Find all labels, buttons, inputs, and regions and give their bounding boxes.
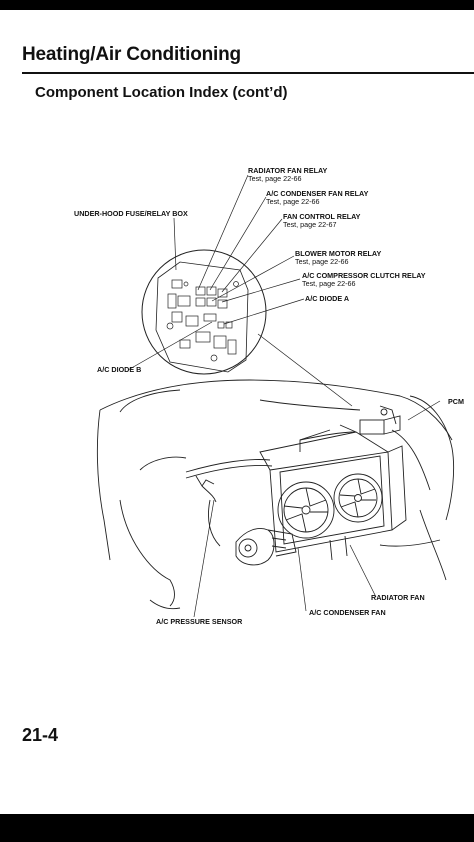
condenser-fan-shroud: [277, 481, 335, 539]
radiator-assembly: [259, 405, 407, 553]
vehicle-body: [96, 379, 455, 610]
label-under-hood-fuse-relay-box: UNDER-HOOD FUSE/RELAY BOX: [74, 209, 188, 218]
radiator-fan-shroud: [333, 473, 383, 523]
section-title: Heating/Air Conditioning: [22, 44, 241, 65]
page-subtitle: Component Location Index (cont’d): [35, 84, 288, 101]
compressor-pulley: [238, 538, 258, 558]
label-ac-condenser-fan-relay: A/C CONDENSER FAN RELAY Test, page 22-66: [266, 189, 369, 206]
title-rule: [22, 72, 474, 74]
leader-lines: [127, 174, 441, 618]
top-bar: [0, 0, 474, 10]
bottom-bar: [0, 814, 474, 842]
label-radiator-fan: RADIATOR FAN: [371, 593, 425, 602]
label-ac-diode-b: A/C DIODE B: [97, 365, 142, 374]
label-blower-motor-relay: BLOWER MOTOR RELAY Test, page 22-66: [295, 249, 382, 266]
ac-lines-compressor: [185, 431, 357, 566]
label-fan-control-relay: FAN CONTROL RELAY Test, page 22-67: [283, 212, 361, 229]
label-ac-condenser-fan: A/C CONDENSER FAN: [309, 608, 386, 617]
label-ac-compressor-clutch-relay: A/C COMPRESSOR CLUTCH RELAY Test, page 2…: [302, 271, 426, 288]
fuse-box-detail-circle: [141, 249, 267, 375]
fuse-box-outline: [155, 261, 249, 373]
label-ac-diode-a: A/C DIODE A: [305, 294, 350, 303]
label-radiator-fan-relay: RADIATOR FAN RELAY Test, page 22-66: [248, 166, 328, 183]
page-number: 21-4: [22, 725, 59, 745]
fuse-box-relays: [166, 279, 239, 362]
label-ac-pressure-sensor: A/C PRESSURE SENSOR: [156, 617, 243, 626]
label-pcm: PCM: [448, 397, 464, 406]
